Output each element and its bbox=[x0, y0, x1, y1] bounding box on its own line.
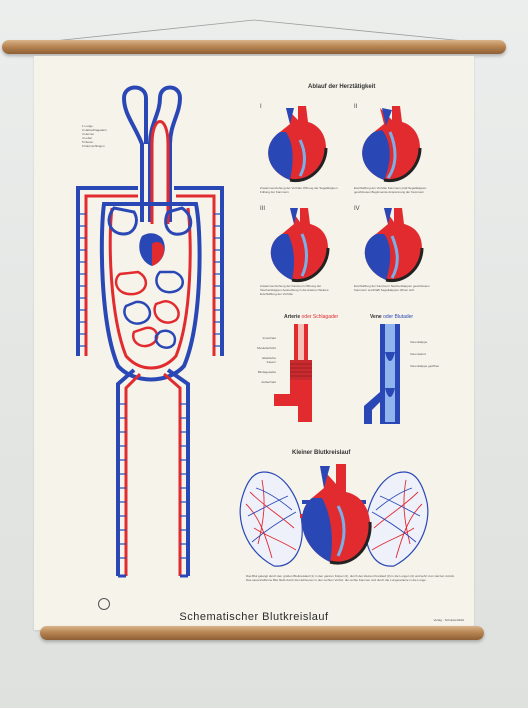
legend-item: 1 Lunge bbox=[82, 124, 93, 128]
artery-title-main: Arterie bbox=[284, 314, 301, 320]
heart-stage-4-image bbox=[364, 208, 424, 283]
vein-valve-image bbox=[364, 324, 400, 424]
publisher-logo bbox=[98, 598, 110, 610]
artery-label: Elastische Fasern bbox=[262, 356, 276, 364]
legend-item: 3 Herzen bbox=[82, 132, 95, 136]
organ-legend: 1 Lunge 2 Halsschlagadern 3 Herzen 4 Leb… bbox=[82, 124, 142, 148]
legend-item: 2 Halsschlagadern bbox=[82, 128, 107, 132]
artery-title: Arterie oder Schlagader bbox=[284, 314, 338, 320]
stage-numeral-3: III bbox=[260, 206, 266, 212]
bottom-wooden-rod bbox=[40, 626, 484, 640]
stage-numeral-1: I bbox=[260, 104, 262, 110]
artery-cross-section-image bbox=[274, 324, 312, 422]
vein-label: Venenwand bbox=[410, 352, 426, 356]
legend-item: 6 Darmschlingen bbox=[82, 144, 105, 148]
vein-title-main: Vene bbox=[370, 314, 382, 320]
stage-numeral-4: IV bbox=[354, 206, 360, 212]
heart-stage-3-image bbox=[270, 208, 330, 283]
vein-label: Venenklappe bbox=[410, 340, 428, 344]
heart-stage-2-image bbox=[362, 106, 422, 183]
artery-label: Muskelschicht bbox=[257, 346, 276, 350]
anatomy-poster: 1 Lunge 2 Halsschlagadern 3 Herzen 4 Leb… bbox=[34, 56, 474, 630]
stage-caption-3: Zusammenziehung der Kammern Öffnung der … bbox=[260, 284, 329, 296]
artery-label: Außenhaut bbox=[261, 380, 276, 384]
stage-numeral-2: II bbox=[354, 104, 358, 110]
artery-labels: Innenhaut Muskelschicht Elastische Faser… bbox=[254, 336, 276, 384]
top-wooden-rod bbox=[2, 40, 506, 54]
vein-title-sub: oder Blutader bbox=[383, 314, 414, 320]
vein-title: Vene oder Blutader bbox=[370, 314, 413, 320]
legend-item: 5 Nieren bbox=[82, 140, 94, 144]
heart-cycle-title: Ablauf der Herztätigkeit bbox=[308, 84, 376, 90]
body-circulation-diagram bbox=[76, 85, 224, 578]
artery-label: Innenhaut bbox=[262, 336, 276, 340]
hanging-string bbox=[43, 19, 475, 43]
artery-title-sub: oder Schlagader bbox=[301, 314, 339, 320]
description-text: Das Blut gelangt durch den großen Blutkr… bbox=[246, 574, 455, 582]
stage-caption-2: Erschlaffung der Vorhöfe Kammern prall S… bbox=[354, 186, 427, 194]
stage-caption-4: Erschlaffung der Kammern Taschenklappen … bbox=[354, 284, 430, 292]
poster-title: Schematischer Blutkreislauf bbox=[179, 611, 329, 623]
pulmonary-title: Kleiner Blutkreislauf bbox=[292, 450, 351, 456]
stage-caption-1: Zusammenziehung der Vorhöfe Öffnung der … bbox=[260, 186, 338, 194]
pulmonary-circulation-image bbox=[239, 464, 429, 567]
heart-stage-1-image bbox=[268, 106, 328, 183]
vein-labels: Venenklappe Venenwand Venenklappe geöffn… bbox=[410, 340, 440, 368]
vein-label: Venenklappe geöffnet bbox=[410, 364, 439, 368]
artery-label: Bindegewebe bbox=[257, 370, 276, 374]
legend-item: 4 Leber bbox=[82, 136, 93, 140]
publisher-text: Verlag · Schulwandbild bbox=[433, 618, 464, 622]
